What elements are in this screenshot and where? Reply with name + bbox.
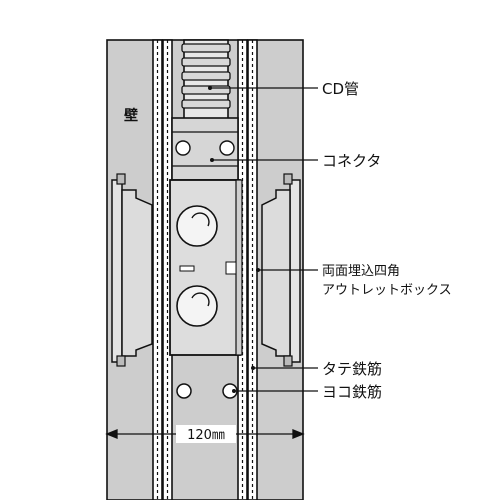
wall-label: 壁: [124, 107, 138, 124]
box-label-line1: 両面埋込四角: [322, 264, 400, 279]
horizontal-rebar-label: ヨコ鉄筋: [322, 383, 382, 401]
cd-pipe-label: CD管: [322, 80, 359, 98]
box-right-flange: [261, 173, 301, 367]
knockout-upper: [176, 205, 218, 247]
cd-pipe: [181, 39, 231, 121]
connector: [171, 117, 239, 181]
box-left-flange: [111, 173, 153, 367]
dimension-label: 120㎜: [187, 428, 225, 443]
vertical-rebar-label: タテ鉄筋: [322, 360, 382, 378]
leader-dots: [208, 86, 260, 393]
box-label-line2: アウトレットボックス: [322, 283, 452, 298]
outlet-box: [169, 179, 243, 356]
leader-lines: [210, 87, 318, 392]
horizontal-rebars: [176, 383, 238, 399]
connector-label: コネクタ: [322, 152, 381, 170]
knockout-lower: [176, 285, 218, 327]
